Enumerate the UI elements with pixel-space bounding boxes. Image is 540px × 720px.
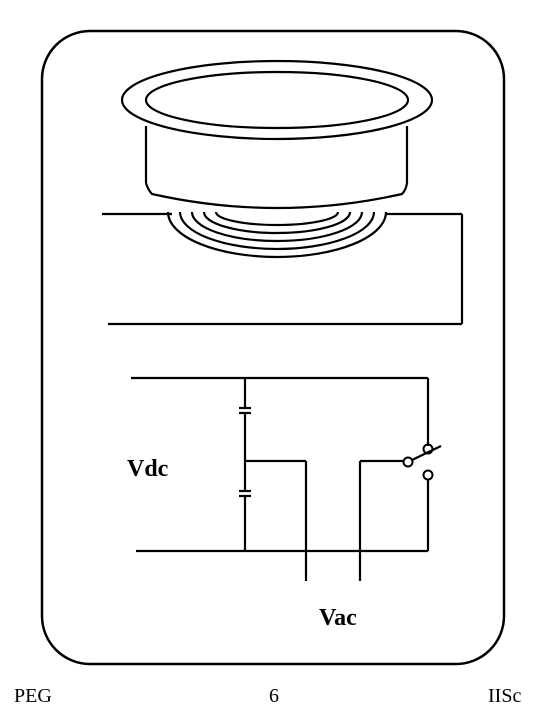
coil-wiring <box>102 212 464 326</box>
coil-turn <box>214 211 340 227</box>
switch-contact-pivot <box>402 456 414 468</box>
cooking-pot <box>120 59 434 210</box>
switch-contact-bottom <box>422 469 434 481</box>
footer-page-number: 6 <box>269 685 279 707</box>
pot-bottom <box>144 182 409 210</box>
vac-label: Vac <box>319 605 357 631</box>
vdc-label: Vdc <box>127 456 169 482</box>
coil-turn <box>178 211 376 251</box>
power-circuit <box>131 376 442 581</box>
pot-rim-inner <box>144 70 410 130</box>
footer-right: IISc <box>488 685 522 707</box>
pot-rim-outer <box>120 59 434 141</box>
slide-frame <box>40 29 506 666</box>
coil-turn <box>190 211 364 243</box>
footer-left: PEG <box>14 685 52 707</box>
coil-turn <box>166 211 388 259</box>
induction-coil <box>166 211 388 259</box>
coil-turn <box>202 211 352 235</box>
switch-blade <box>411 445 442 461</box>
